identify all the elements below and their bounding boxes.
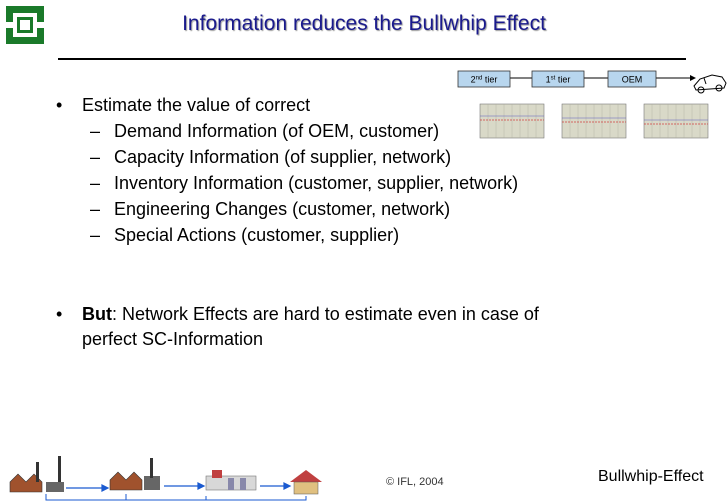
sub-bullet: –Capacity Information (of supplier, netw… xyxy=(90,144,518,170)
dash-icon: – xyxy=(90,121,101,141)
sub-bullet-text: Special Actions (customer, supplier) xyxy=(114,225,400,245)
supply-chain-illustration xyxy=(9,456,322,501)
but-line2: perfect SC-Information xyxy=(82,329,264,349)
car-icon xyxy=(693,74,727,94)
bullet-main-text: Estimate the value of correct xyxy=(82,95,311,115)
but-bullet: • But: Network Effects are hard to estim… xyxy=(56,302,656,352)
information-flow-arrows xyxy=(45,494,307,501)
dash-icon: – xyxy=(90,225,101,245)
bullet-dot-icon: • xyxy=(56,304,63,324)
bullet-main: • Estimate the value of correct xyxy=(56,92,518,118)
svg-text:OEM: OEM xyxy=(622,75,643,85)
sub-bullet: –Engineering Changes (customer, network) xyxy=(90,196,518,222)
factory-icon xyxy=(9,456,64,493)
sub-bullet-text: Demand Information (of OEM, customer) xyxy=(114,121,440,141)
sub-bullet-text: Inventory Information (customer, supplie… xyxy=(114,173,519,193)
mini-chart-tier2 xyxy=(479,103,545,139)
copyright: © IFL, 2004 xyxy=(386,476,444,488)
supply-chain-diagram: 2nd tier 1st tier OEM xyxy=(457,70,727,139)
factory-icon xyxy=(109,458,160,491)
mini-chart-oem xyxy=(643,103,709,139)
warehouse-icon xyxy=(205,470,257,491)
tier1-box: 1st tier xyxy=(531,70,585,88)
sub-bullet-text: Engineering Changes (customer, network) xyxy=(114,199,451,219)
sub-bullet-text: Capacity Information (of supplier, netwo… xyxy=(114,147,452,167)
title-divider xyxy=(58,58,686,60)
dash-icon: – xyxy=(90,199,101,219)
dash-icon: – xyxy=(90,173,101,193)
university-logo-icon xyxy=(6,6,44,44)
oem-box: OEM xyxy=(607,70,657,88)
but-line1: : Network Effects are hard to estimate e… xyxy=(112,304,539,324)
mini-chart-tier1 xyxy=(561,103,627,139)
sub-bullet: –Demand Information (of OEM, customer) xyxy=(90,118,518,144)
but-bold: But xyxy=(82,304,112,324)
bullet-list: • Estimate the value of correct –Demand … xyxy=(56,92,518,248)
slide-title: Information reduces the Bullwhip Effect xyxy=(182,12,546,35)
sub-bullet: –Special Actions (customer, supplier) xyxy=(90,222,518,248)
svg-text:1st tier: 1st tier xyxy=(546,75,571,85)
bullet-dot-icon: • xyxy=(56,95,63,115)
house-icon xyxy=(290,470,322,495)
sub-bullet: –Inventory Information (customer, suppli… xyxy=(90,170,518,196)
dash-icon: – xyxy=(90,147,101,167)
svg-text:2nd tier: 2nd tier xyxy=(471,75,498,85)
footer-title: Bullwhip-Effect xyxy=(598,468,704,485)
tier2-box: 2nd tier xyxy=(457,70,511,88)
